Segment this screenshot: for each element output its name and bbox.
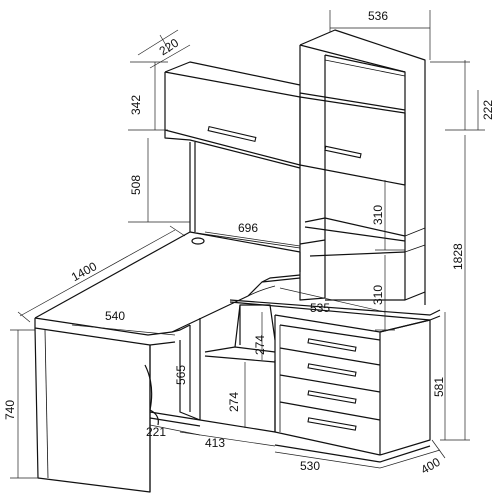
dim-desk-height: 740: [3, 400, 17, 420]
dim-knee-space-height: 565: [174, 365, 188, 385]
drawer-pedestal: [274, 314, 431, 463]
dim-gap-above-desk: 508: [129, 175, 143, 195]
dim-pedestal-height: 581: [432, 377, 446, 397]
dim-shelf-lower: 310: [371, 285, 385, 305]
tower-door-handle: [324, 145, 362, 159]
dim-inner-shelf-lower: 274: [227, 392, 241, 412]
dim-tower-top-section: 222: [481, 100, 495, 120]
dim-cabinet-depth: 220: [157, 35, 182, 58]
hanging-cabinet: [164, 61, 301, 169]
dim-desktop-span: 696: [238, 221, 258, 235]
cabinet-handle: [207, 125, 257, 143]
desktop: [34, 231, 441, 346]
shelf-tower: [299, 29, 426, 305]
dimension-labels: 220 536 342 222 508 310 310 696 1828 140…: [3, 9, 495, 477]
tower-door: [299, 92, 406, 186]
drawer-handle-1: [307, 338, 357, 352]
drawer-handle-3: [307, 390, 357, 404]
dim-tower-width: 536: [368, 9, 388, 23]
dim-drawer-unit-width: 530: [300, 459, 320, 473]
open-shelf-unit: [149, 304, 276, 433]
dim-total-height: 1828: [451, 243, 465, 270]
cable-grommet: [191, 237, 205, 245]
left-leg: [34, 327, 159, 493]
drawer-handle-4: [307, 417, 357, 431]
dim-shelf-upper: 310: [371, 205, 385, 225]
dim-pedestal-depth: 400: [418, 455, 443, 477]
dim-inner-shelf-upper: 274: [253, 335, 267, 355]
dimension-lines: [10, 10, 485, 479]
dim-open-shelf-width: 413: [205, 436, 225, 450]
drawer-handle-2: [307, 363, 357, 377]
dim-leg-depth: 221: [146, 425, 166, 439]
dim-desk-depth-right: 535: [310, 301, 330, 315]
dim-cabinet-height: 342: [129, 95, 143, 115]
back-panel: [189, 142, 301, 249]
dim-desk-wing-width: 540: [105, 309, 125, 323]
